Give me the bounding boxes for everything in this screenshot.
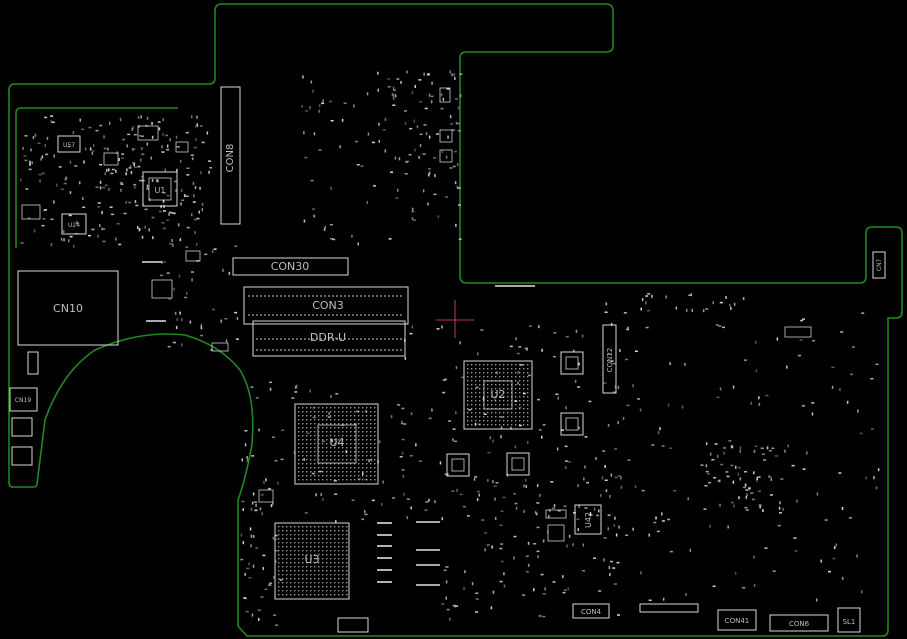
con41-connector[interactable]: CON41 <box>717 609 757 631</box>
con6-label: CON6 <box>789 620 810 628</box>
small-part-left-2[interactable] <box>11 446 33 466</box>
ddr-connector[interactable]: DDR-U <box>252 320 406 357</box>
u42-label: U42 <box>584 512 593 528</box>
u4-label: U4 <box>329 436 344 449</box>
cn19-connector[interactable]: CN19 <box>9 387 38 412</box>
passive-block-4[interactable] <box>151 279 173 299</box>
u2-chip[interactable]: U2 <box>463 360 533 430</box>
small-part-left-3[interactable] <box>27 351 39 375</box>
board-inner-curve <box>15 107 178 248</box>
con8-label: CON8 <box>225 144 236 173</box>
u42-chip[interactable]: U42 <box>574 504 602 535</box>
con12-connector[interactable]: CON12 <box>602 324 617 394</box>
con3-label: CON3 <box>312 299 344 312</box>
con41-label: CON41 <box>725 617 750 625</box>
u3-chip[interactable]: U3 <box>274 522 350 600</box>
cn10-label: CN10 <box>53 302 83 315</box>
passive-block-10[interactable] <box>439 129 453 143</box>
smd-pads <box>20 70 880 626</box>
cursor-crosshair <box>436 300 474 338</box>
con4-label: CON4 <box>581 608 602 616</box>
cn7-label: CN7 <box>876 259 883 272</box>
bottom-connector-small[interactable] <box>337 617 369 633</box>
sl1-part[interactable]: SL1 <box>837 607 861 633</box>
con12-label: CON12 <box>606 348 614 373</box>
passive-block-6[interactable] <box>211 342 229 352</box>
u1-label: U1 <box>155 186 166 195</box>
passive-block-14[interactable] <box>21 204 41 220</box>
con6-connector[interactable]: CON6 <box>769 614 829 632</box>
passive-block-8[interactable] <box>547 524 565 542</box>
small-bga-1[interactable] <box>560 351 584 375</box>
passive-block-13[interactable] <box>784 326 812 338</box>
con3-connector[interactable]: CON3 <box>243 286 409 325</box>
con8-connector[interactable]: CON8 <box>220 86 241 225</box>
u24-label: U24 <box>68 222 80 229</box>
cn19-label: CN19 <box>15 397 31 404</box>
u24-chip[interactable]: U24 <box>61 213 87 235</box>
passive-block-11[interactable] <box>439 149 453 163</box>
cn10-connector[interactable]: CN10 <box>17 270 119 346</box>
con30-label: CON30 <box>271 260 310 273</box>
passive-block-9[interactable] <box>545 509 567 519</box>
passive-block-12[interactable] <box>439 87 451 103</box>
board-outline <box>8 3 903 637</box>
u3-label: U3 <box>304 553 319 566</box>
u2-label: U2 <box>490 388 505 401</box>
cn7-connector[interactable]: CN7 <box>872 251 886 279</box>
ddr-label: DDR-U <box>310 331 346 344</box>
passive-block-7[interactable] <box>258 489 274 503</box>
small-bga-3[interactable] <box>446 453 470 477</box>
con30-connector[interactable]: CON30 <box>232 257 349 276</box>
trace-group-u3 <box>142 261 535 586</box>
u4-chip[interactable]: U4 <box>294 403 379 485</box>
passive-block-2[interactable] <box>103 152 119 166</box>
u57-label: U57 <box>63 142 75 149</box>
u57-chip[interactable]: U57 <box>57 135 81 153</box>
small-bga-4[interactable] <box>506 452 530 476</box>
con4-connector[interactable]: CON4 <box>572 603 610 619</box>
passive-block-5[interactable] <box>185 250 201 262</box>
sl1-label: SL1 <box>843 618 856 626</box>
small-bga-2[interactable] <box>560 412 584 436</box>
small-part-left-1[interactable] <box>11 417 33 437</box>
passive-block-1[interactable] <box>175 141 189 153</box>
bottom-connector-strip[interactable] <box>639 603 699 613</box>
